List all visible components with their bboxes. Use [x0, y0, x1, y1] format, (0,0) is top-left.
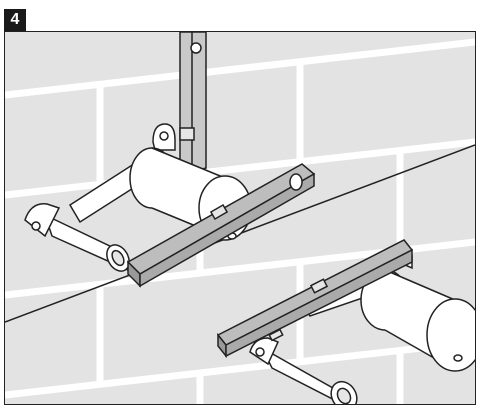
- lower-valve-assembly: [216, 239, 475, 404]
- vertical-mounting-bracket: [179, 32, 207, 173]
- illustration-frame: [4, 31, 476, 405]
- upper-valve-assembly: [24, 32, 316, 288]
- step-number-badge: 4: [4, 9, 26, 31]
- step-number: 4: [10, 11, 20, 28]
